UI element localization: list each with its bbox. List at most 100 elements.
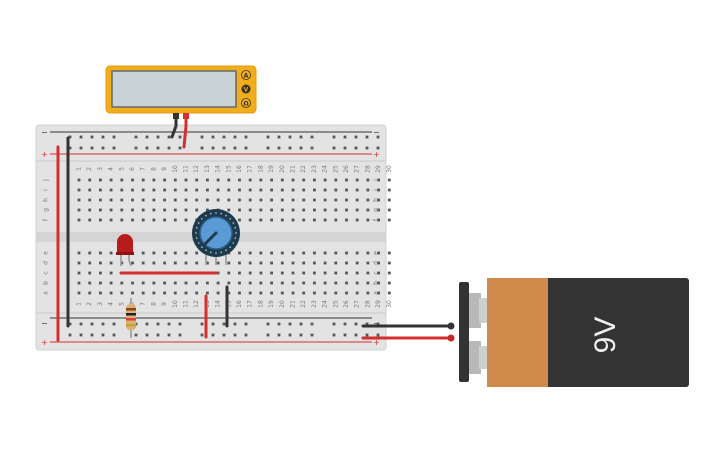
grid-hole[interactable]: [366, 178, 370, 182]
grid-hole[interactable]: [280, 198, 284, 202]
grid-hole[interactable]: [99, 281, 102, 285]
rail-hole[interactable]: [332, 322, 336, 326]
rail-hole[interactable]: [244, 146, 248, 150]
grid-hole[interactable]: [206, 198, 209, 202]
grid-hole[interactable]: [173, 251, 177, 255]
grid-hole[interactable]: [291, 261, 295, 265]
resistor[interactable]: [126, 298, 136, 338]
grid-hole[interactable]: [302, 218, 306, 222]
rail-hole[interactable]: [156, 146, 160, 150]
rail-hole[interactable]: [343, 135, 347, 139]
grid-hole[interactable]: [259, 261, 263, 265]
grid-hole[interactable]: [366, 271, 370, 275]
rail-hole[interactable]: [244, 333, 248, 337]
grid-hole[interactable]: [345, 188, 348, 192]
grid-hole[interactable]: [173, 261, 177, 265]
rail-hole[interactable]: [156, 333, 160, 337]
rail-hole[interactable]: [277, 333, 281, 337]
grid-hole[interactable]: [77, 251, 81, 255]
grid-hole[interactable]: [334, 208, 338, 212]
grid-hole[interactable]: [163, 218, 166, 222]
grid-hole[interactable]: [259, 218, 263, 222]
grid-hole[interactable]: [141, 208, 145, 212]
rail-hole[interactable]: [310, 333, 314, 337]
grid-hole[interactable]: [238, 261, 241, 265]
grid-hole[interactable]: [334, 178, 338, 182]
grid-hole[interactable]: [259, 178, 263, 182]
multimeter[interactable]: A V Ω: [105, 65, 257, 119]
rail-hole[interactable]: [343, 146, 347, 150]
grid-hole[interactable]: [345, 218, 348, 222]
rail-hole[interactable]: [68, 322, 72, 326]
grid-hole[interactable]: [248, 218, 252, 222]
grid-hole[interactable]: [355, 178, 359, 182]
grid-hole[interactable]: [345, 281, 348, 285]
rail-hole[interactable]: [134, 333, 138, 337]
grid-hole[interactable]: [109, 178, 113, 182]
grid-hole[interactable]: [377, 251, 380, 255]
grid-hole[interactable]: [345, 198, 348, 202]
grid-hole[interactable]: [387, 261, 391, 265]
grid-hole[interactable]: [152, 198, 156, 202]
grid-hole[interactable]: [184, 198, 188, 202]
grid-hole[interactable]: [355, 281, 359, 285]
rail-hole[interactable]: [101, 146, 105, 150]
grid-hole[interactable]: [141, 281, 145, 285]
rail-hole[interactable]: [299, 146, 303, 150]
battery[interactable]: 9V: [447, 278, 690, 387]
rail-hole[interactable]: [365, 135, 369, 139]
grid-hole[interactable]: [248, 251, 252, 255]
grid-hole[interactable]: [152, 188, 156, 192]
rail-hole[interactable]: [233, 322, 237, 326]
grid-hole[interactable]: [77, 178, 81, 182]
grid-hole[interactable]: [259, 291, 263, 295]
rail-hole[interactable]: [244, 135, 248, 139]
rail-hole[interactable]: [343, 333, 347, 337]
grid-hole[interactable]: [280, 188, 284, 192]
grid-hole[interactable]: [323, 208, 327, 212]
rail-hole[interactable]: [68, 135, 72, 139]
grid-hole[interactable]: [377, 271, 380, 275]
wires[interactable]: [56, 116, 452, 342]
grid-hole[interactable]: [227, 271, 231, 275]
grid-hole[interactable]: [313, 261, 316, 265]
grid-hole[interactable]: [238, 218, 241, 222]
rail-hole[interactable]: [178, 135, 182, 139]
grid-hole[interactable]: [334, 218, 338, 222]
grid-hole[interactable]: [206, 178, 209, 182]
rail-hole[interactable]: [178, 322, 182, 326]
grid-hole[interactable]: [366, 251, 370, 255]
grid-hole[interactable]: [291, 198, 295, 202]
grid-hole[interactable]: [270, 188, 273, 192]
grid-hole[interactable]: [163, 261, 166, 265]
grid-hole[interactable]: [377, 208, 380, 212]
rail-hole[interactable]: [288, 135, 292, 139]
rail-hole[interactable]: [145, 333, 149, 337]
grid-hole[interactable]: [366, 218, 370, 222]
grid-hole[interactable]: [377, 281, 380, 285]
grid-hole[interactable]: [152, 208, 156, 212]
grid-hole[interactable]: [280, 271, 284, 275]
grid-hole[interactable]: [216, 271, 220, 275]
grid-hole[interactable]: [323, 291, 327, 295]
grid-hole[interactable]: [323, 261, 327, 265]
grid-hole[interactable]: [280, 281, 284, 285]
grid-hole[interactable]: [270, 271, 273, 275]
grid-hole[interactable]: [195, 281, 199, 285]
rail-hole[interactable]: [145, 135, 149, 139]
grid-hole[interactable]: [173, 218, 177, 222]
grid-hole[interactable]: [313, 291, 316, 295]
led[interactable]: [116, 234, 134, 267]
grid-hole[interactable]: [291, 188, 295, 192]
grid-hole[interactable]: [216, 291, 220, 295]
rail-hole[interactable]: [211, 146, 215, 150]
grid-hole[interactable]: [216, 188, 220, 192]
grid-hole[interactable]: [280, 291, 284, 295]
rail-hole[interactable]: [354, 322, 358, 326]
rail-hole[interactable]: [266, 322, 270, 326]
rail-hole[interactable]: [200, 135, 204, 139]
rail-hole[interactable]: [376, 146, 380, 150]
rail-hole[interactable]: [244, 322, 248, 326]
grid-hole[interactable]: [120, 261, 124, 265]
grid-hole[interactable]: [131, 218, 134, 222]
